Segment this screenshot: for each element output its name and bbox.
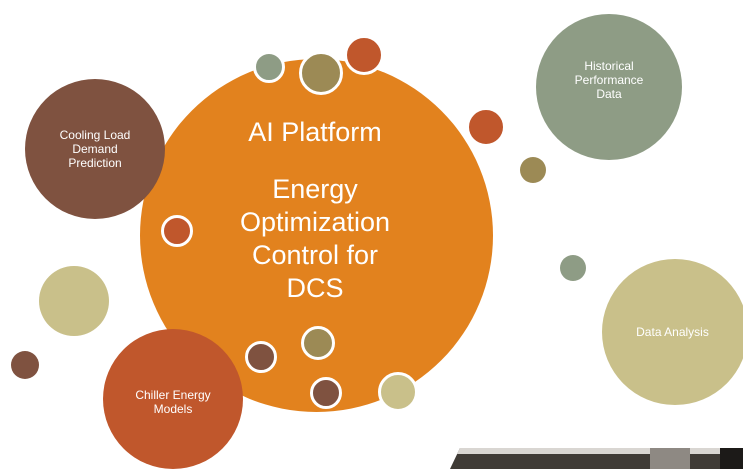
chiller-line-1: Chiller Energy	[135, 388, 211, 402]
decor-khaki-ring-bottom	[378, 372, 418, 412]
photo-wall	[650, 448, 690, 469]
chiller-line-2: Models	[153, 402, 193, 416]
decor-sage-ring-top	[253, 51, 285, 83]
cooling-load-label: Cooling Load Demand Prediction	[25, 79, 165, 219]
decor-rust-ring-top	[344, 35, 384, 75]
decor-olive-dot-right	[520, 157, 546, 183]
data-analysis-line-1: Data Analysis	[636, 325, 709, 339]
chiller-models-label: Chiller Energy Models	[103, 329, 243, 469]
photo-frame	[720, 448, 743, 469]
decor-rust-ring-right	[466, 107, 506, 147]
center-subtitle-line-3: Control for	[251, 240, 379, 270]
cooling-load-line-1: Cooling Load	[59, 128, 131, 142]
historical-data-label: Historical Performance Data	[536, 14, 682, 160]
cooling-load-line-2: Demand	[72, 142, 118, 156]
center-subtitle-line-4: DCS	[286, 273, 344, 303]
data-analysis-bubble	[602, 259, 743, 405]
historical-line-2: Performance	[574, 73, 644, 87]
decor-rust-ring-left	[161, 215, 193, 247]
decor-brown-dot-left	[11, 351, 39, 379]
cooling-load-line-3: Prediction	[68, 156, 122, 170]
center-subtitle-line-2: Optimization	[239, 207, 391, 237]
decor-brown-ring-bottom	[310, 377, 342, 409]
historical-line-1: Historical	[584, 59, 634, 73]
decor-olive-ring-top	[299, 51, 343, 95]
center-subtitle-line-1: Energy	[272, 174, 358, 204]
historical-line-3: Data	[596, 87, 622, 101]
decor-sage-dot-right	[560, 255, 586, 281]
historical-data-bubble	[536, 14, 682, 160]
center-title: AI Platform	[248, 117, 382, 147]
cooling-load-bubble	[25, 79, 165, 219]
corner-photo	[450, 448, 743, 469]
data-analysis-label: Data Analysis	[602, 259, 743, 405]
chiller-models-bubble	[103, 329, 243, 469]
decor-olive-ring-bottom	[301, 326, 335, 360]
decor-brown-ring-bottom-left	[245, 341, 277, 373]
photo-ceiling	[450, 448, 743, 454]
decor-khaki-circle-large	[39, 266, 109, 336]
